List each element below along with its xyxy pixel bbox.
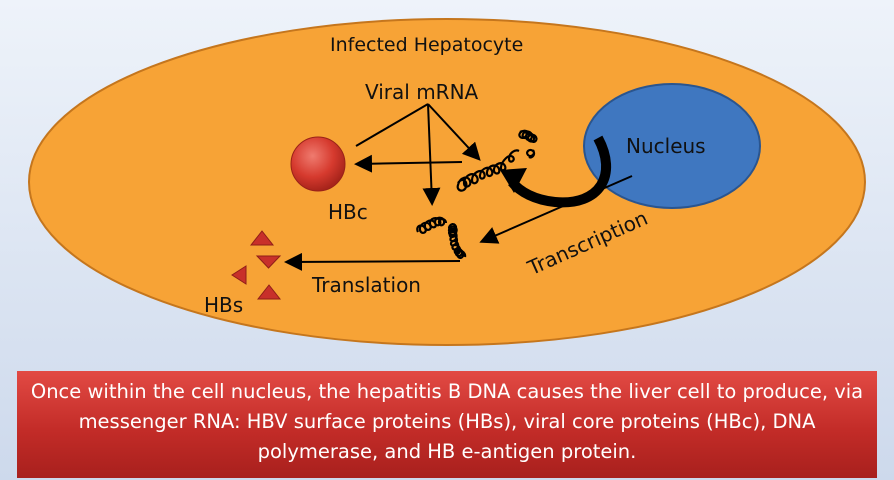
transcription-arrowhead: [500, 168, 527, 193]
mrna-pointer-1: [427, 103, 481, 161]
caption-text: Once within the cell nucleus, the hepati…: [30, 380, 864, 463]
hbs-triangle-left: [231, 265, 247, 285]
mrna-strand-upper-tail: [518, 129, 538, 159]
hbs-triangle-bottom: [256, 284, 282, 300]
cell-title: Infected Hepatocyte: [330, 34, 524, 56]
translation-arrow: [284, 252, 461, 271]
hbs-triangle-top: [249, 230, 275, 246]
mrna-pointer-2: [422, 103, 441, 206]
hbc-protein: [290, 136, 346, 192]
hbs-triangle-right: [255, 255, 282, 269]
caption-box: Once within the cell nucleus, the hepati…: [17, 371, 877, 478]
mrna-pointer-3: [355, 103, 429, 147]
mrna-strand-lower: [416, 216, 467, 259]
diagram: [28, 18, 866, 346]
translation-label: Translation: [312, 273, 421, 297]
viral-mrna-label: Viral mRNA: [365, 80, 479, 104]
hbc-label: HBc: [328, 200, 368, 224]
mrna-strand-upper: [456, 149, 520, 192]
hbs-label: HBs: [204, 293, 244, 317]
transcription-curve-arrow: [508, 135, 612, 208]
transcription-arrow: [479, 175, 633, 244]
hbs-proteins: [231, 230, 282, 300]
hbc-arrow: [354, 154, 463, 173]
nucleus-label: Nucleus: [626, 134, 706, 158]
